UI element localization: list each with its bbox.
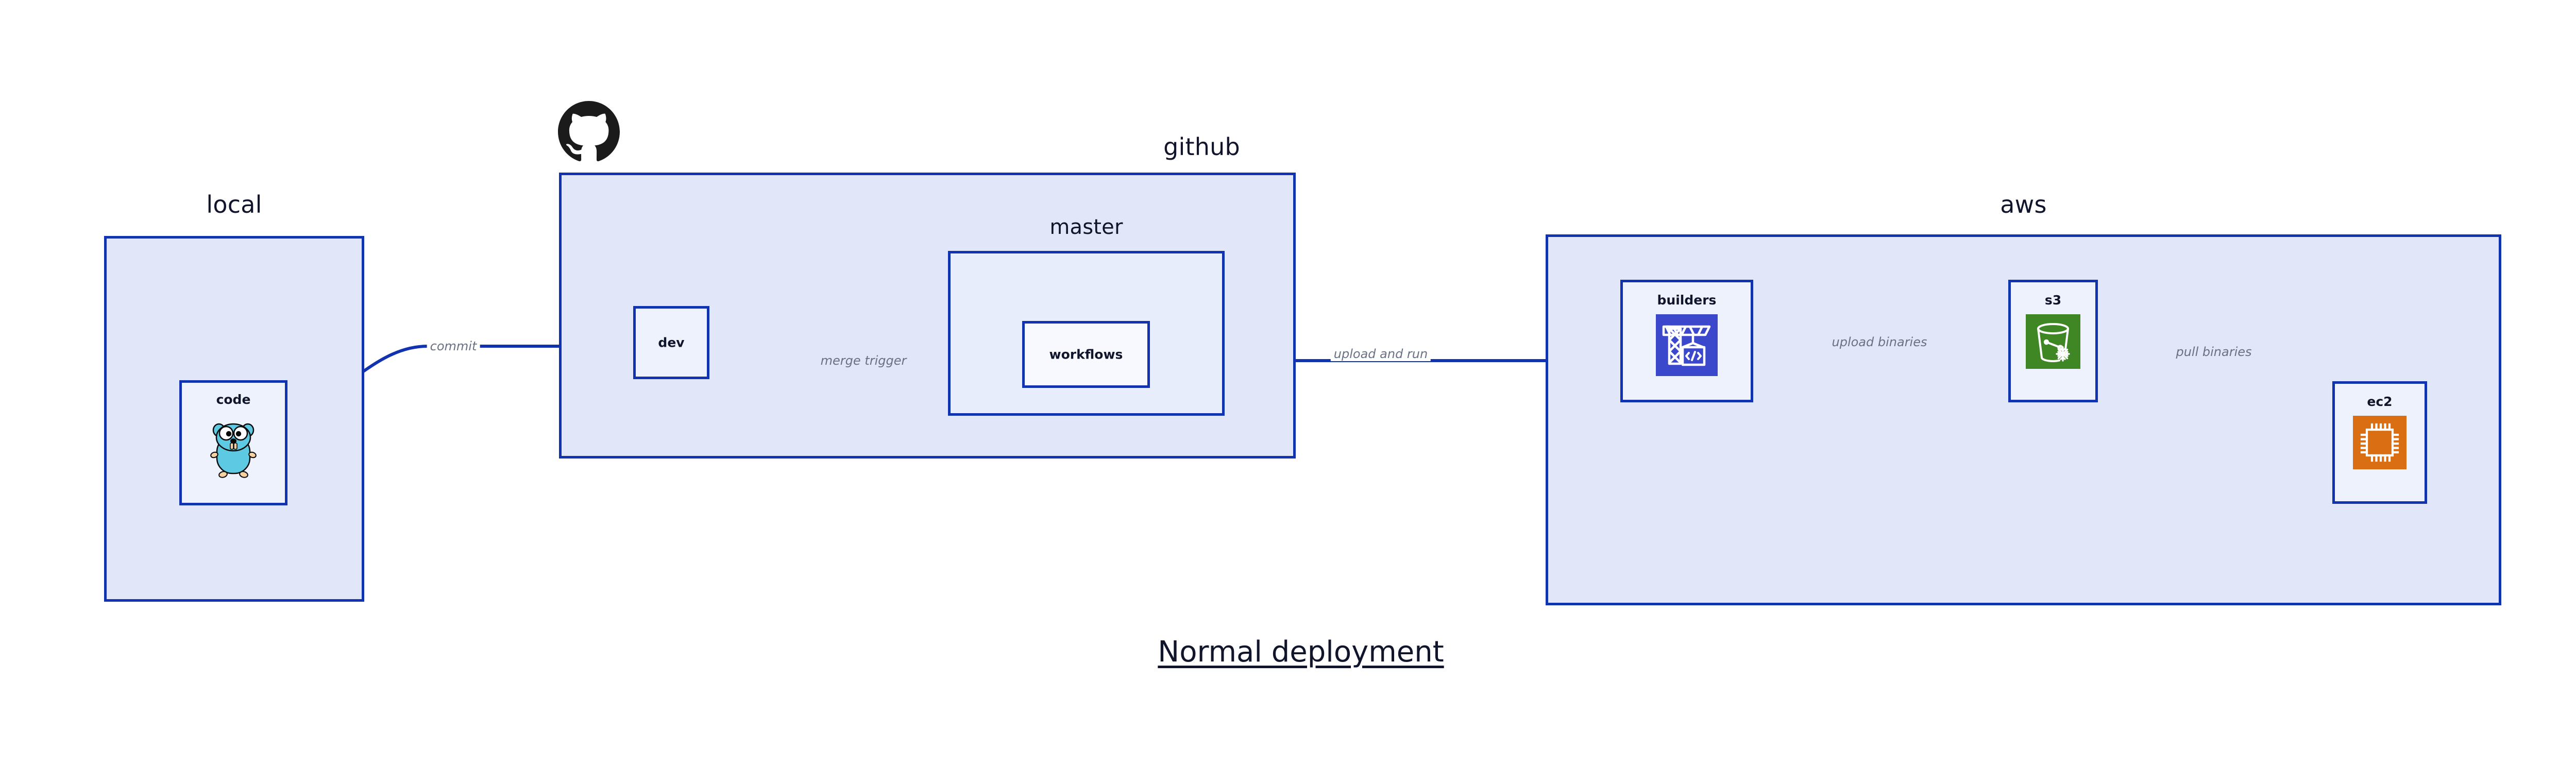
- group-label-local: local: [206, 191, 262, 218]
- group-label-aws: aws: [2000, 191, 2047, 218]
- node-label-workflows: workflows: [1049, 347, 1123, 362]
- edge-label-commit: commit: [427, 339, 480, 353]
- node-label-code: code: [216, 392, 251, 407]
- edge-label-upload-and-run: upload and run: [1330, 347, 1431, 361]
- edge-label-pull-binaries: pull binaries: [2173, 345, 2255, 359]
- edge-label-upload-binaries: upload binaries: [1828, 335, 1930, 349]
- node-label-ec2: ec2: [2367, 394, 2393, 409]
- aws-s3-bucket-icon: [2026, 314, 2080, 369]
- node-box-code[interactable]: code: [179, 380, 287, 505]
- subgroup-label-master: master: [1049, 215, 1123, 239]
- node-box-workflows[interactable]: workflows: [1022, 321, 1150, 388]
- node-box-dev[interactable]: dev: [633, 306, 709, 379]
- group-label-github: github: [1163, 133, 1240, 161]
- diagram-title: Normal deployment: [1158, 635, 1444, 669]
- edge-label-merge-trigger: merge trigger: [817, 353, 910, 368]
- group-box-local: [104, 236, 364, 602]
- node-label-s3: s3: [2044, 293, 2062, 308]
- node-label-builders: builders: [1657, 293, 1717, 308]
- go-gopher-icon: [210, 423, 257, 478]
- node-box-builders[interactable]: builders: [1620, 280, 1753, 402]
- node-box-s3[interactable]: s3: [2008, 280, 2098, 402]
- node-label-dev: dev: [658, 335, 685, 350]
- github-octocat-icon: [558, 101, 620, 162]
- aws-ec2-chip-icon: [2353, 416, 2406, 469]
- aws-crane-code-icon: [1656, 314, 1718, 376]
- node-box-ec2[interactable]: ec2: [2332, 381, 2427, 504]
